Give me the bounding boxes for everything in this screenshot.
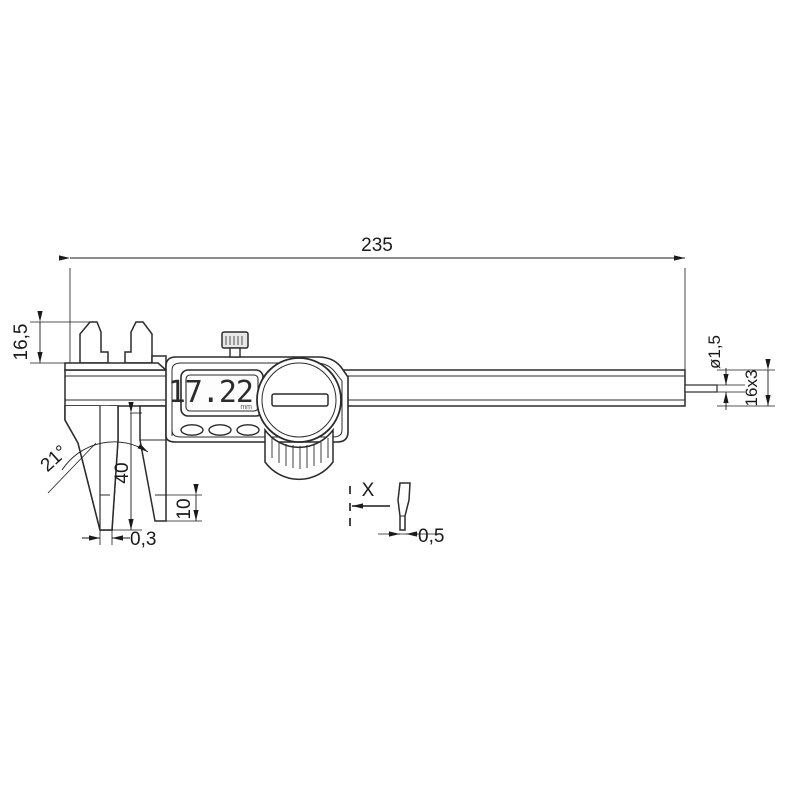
dimension-beam-section: 16x3 <box>717 359 775 407</box>
dimension-jaw-tip-thickness: 0,3 <box>82 529 156 550</box>
lcd-value: 17.22 <box>168 375 253 410</box>
button-onoff[interactable] <box>236 424 260 436</box>
dim-label-blade-tip-width: 0,5 <box>418 526 444 547</box>
dial-disc[interactable] <box>256 357 342 443</box>
knurl-ridges <box>271 438 329 469</box>
dimension-inner-jaw-height: 10 <box>166 484 202 522</box>
screw-knurl <box>225 336 243 345</box>
lower-jaw-moving <box>139 405 167 522</box>
dim-label-total-length: 235 <box>361 235 393 256</box>
dimension-total-length: 235 <box>59 235 686 378</box>
dimension-jaw-height-upper: 16,5 <box>11 311 90 364</box>
fixed-jaw-left <box>64 321 168 371</box>
dimension-blade-tip-width: 0,5 <box>378 526 444 547</box>
dimension-depth-rod-diameter: ø1,5 <box>705 335 745 410</box>
dim-label-depth-rod-diameter: ø1,5 <box>705 335 724 369</box>
screw-shaft <box>229 347 241 358</box>
lcd-display: 17.22 mm <box>168 369 264 417</box>
button-mode[interactable] <box>208 424 232 436</box>
dim-label-beam-section: 16x3 <box>742 370 761 407</box>
dimension-jaw-depth: 40 <box>112 402 142 531</box>
lcd-unit-label: mm <box>240 404 252 411</box>
dim-label-jaw-tip-thickness: 0,3 <box>130 529 156 550</box>
button-zero[interactable] <box>180 424 204 436</box>
thumb-wheel[interactable] <box>264 427 334 481</box>
detail-marker-label: X <box>362 480 375 501</box>
depth-rod <box>684 384 718 393</box>
dial-slot <box>271 393 329 407</box>
locking-screw[interactable] <box>221 331 249 358</box>
dim-label-inner-jaw-height: 10 <box>174 498 195 519</box>
control-buttons[interactable] <box>180 424 260 436</box>
dim-label-jaw-height-upper: 16,5 <box>11 324 32 361</box>
detail-marker-x: X <box>349 480 390 526</box>
detail-blade-profile <box>397 482 411 531</box>
caliper-beam <box>64 369 686 407</box>
dim-label-jaw-depth: 40 <box>112 462 133 483</box>
dim-label-jaw-angle: 21° <box>37 441 72 476</box>
lower-jaw-fixed <box>64 405 119 531</box>
